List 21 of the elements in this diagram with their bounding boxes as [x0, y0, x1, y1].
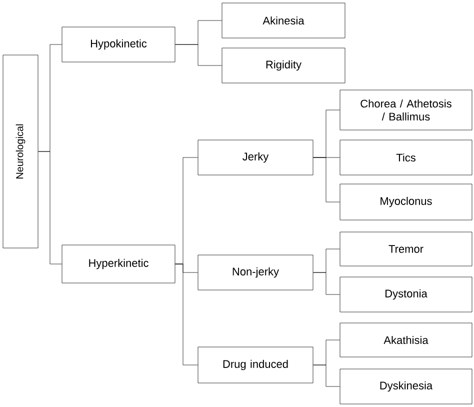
category-box: Neurological — [2, 54, 38, 248]
connector-line — [175, 264, 198, 366]
connector-line — [313, 157, 340, 202]
category-box: Hypokinetic — [62, 26, 176, 62]
category-box: Tremor — [340, 232, 472, 266]
category-box: Akinesia — [222, 2, 346, 38]
category-box: Jerky — [198, 140, 314, 176]
connector-line — [38, 151, 62, 264]
category-box: Dyskinesia — [340, 368, 472, 404]
connector-line — [313, 364, 340, 387]
category-box: Drug induced — [198, 346, 314, 384]
category-box: Rigidity — [222, 48, 346, 84]
connector-line — [313, 272, 340, 295]
category-box: Akathisia — [340, 322, 472, 358]
category-box: Non-jerky — [198, 254, 314, 290]
category-box: Myoclonus — [340, 184, 472, 220]
category-box: Hyperkinetic — [62, 244, 176, 284]
category-box: Dystonia — [340, 276, 472, 312]
connector-line — [175, 44, 222, 66]
category-box: Tics — [340, 140, 472, 176]
category-box: Chorea / Athetosis / Ballimus — [340, 90, 472, 130]
